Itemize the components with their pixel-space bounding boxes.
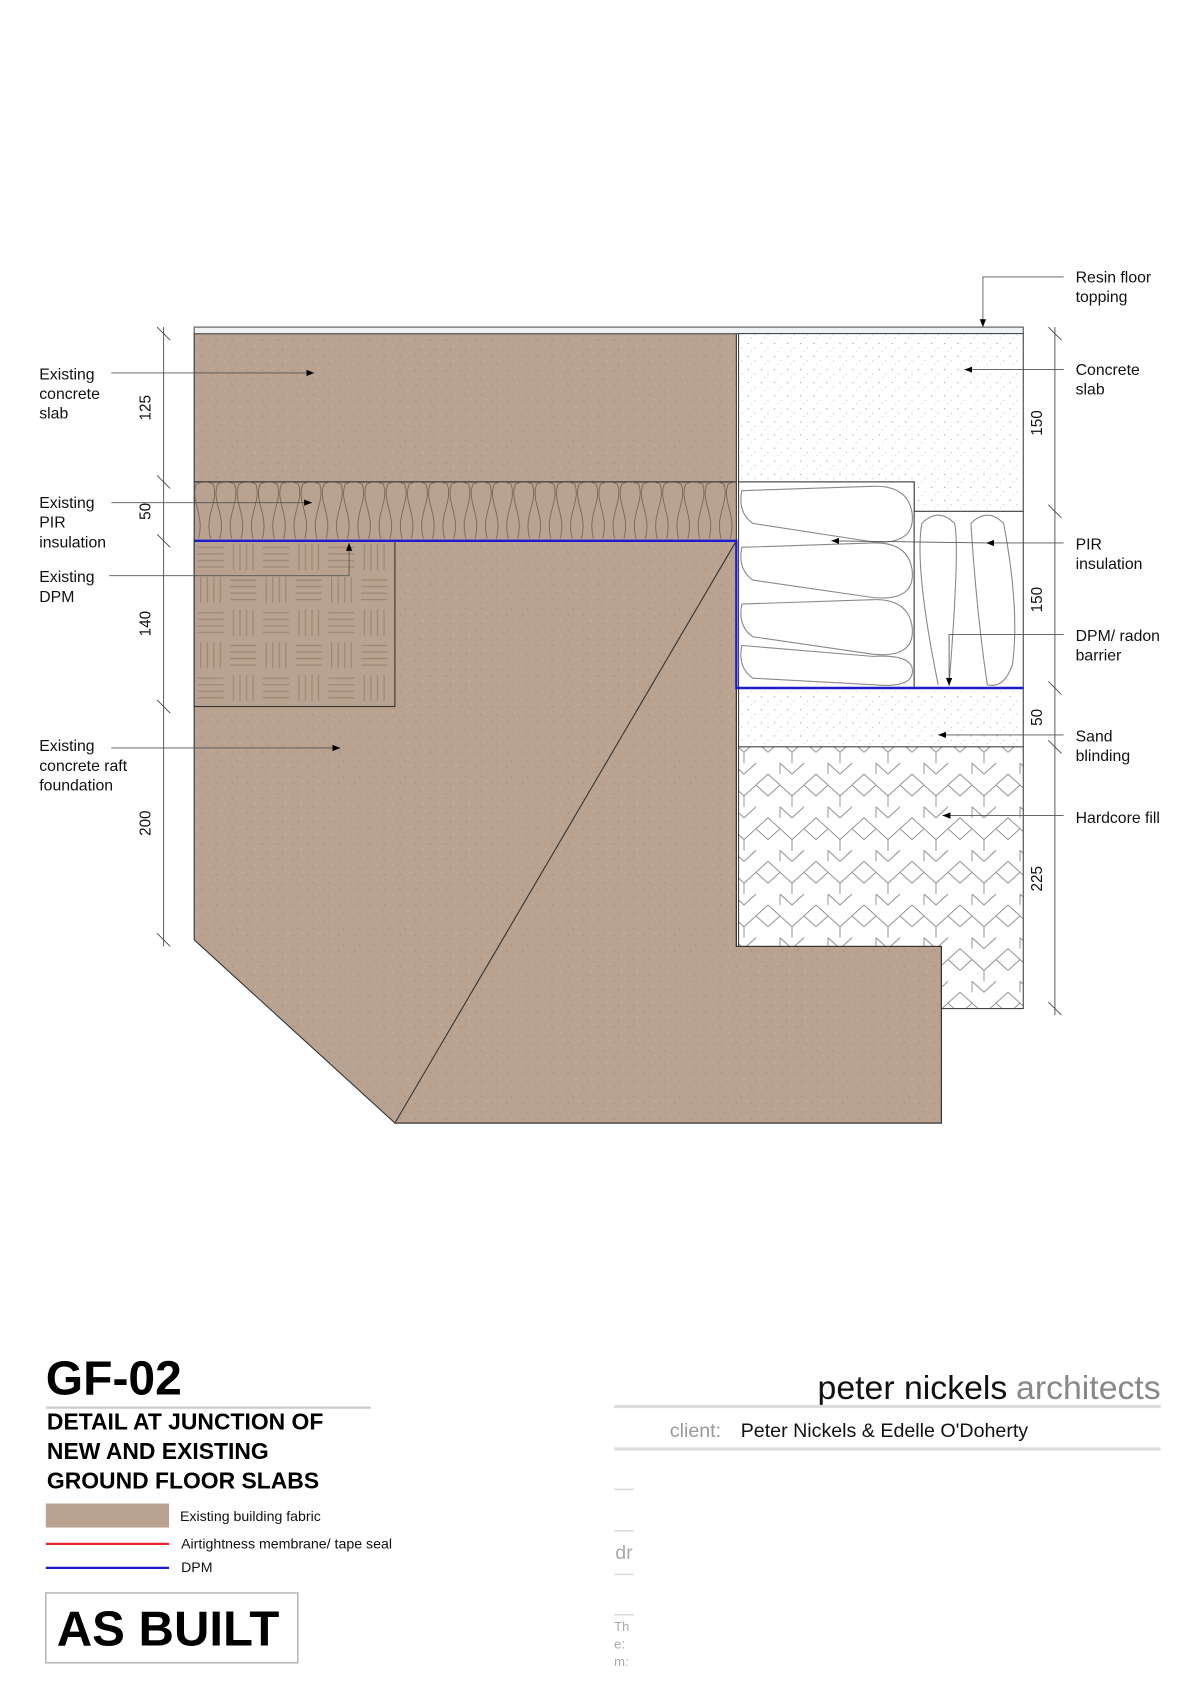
dim-left-2: 50: [138, 503, 155, 520]
dim-left-4: 200: [138, 810, 155, 835]
legend-label-airtight: Airtightness membrane/ tape seal: [181, 1536, 392, 1552]
dim-right-2: 150: [1029, 587, 1046, 612]
existing-crosshatch-fill: [193, 540, 396, 708]
dimension-chain-left: [156, 326, 171, 947]
dim-right-4: 225: [1029, 866, 1046, 891]
dim-left-3: 140: [138, 611, 155, 636]
status-stamp: AS BUILT: [57, 1602, 280, 1656]
label-hardcore: Hardcore fill: [1076, 810, 1160, 827]
dim-right-1: 150: [1029, 410, 1046, 435]
dim-left-1: 125: [138, 395, 155, 420]
dim-right-3: 50: [1029, 709, 1046, 726]
new-pir-insulation-horizontal: [737, 481, 915, 689]
leader-lines: [109, 276, 1064, 819]
clipped-text-e: e:: [614, 1637, 625, 1652]
drawing-number: GF-02: [46, 1353, 182, 1406]
dimension-chain-right: [1048, 326, 1062, 1016]
clipped-text-th: Th: [614, 1619, 629, 1634]
sand-blinding: [738, 687, 1024, 748]
clipped-text-m: m:: [614, 1654, 629, 1669]
client-label: client:: [670, 1420, 721, 1442]
legend-label-fabric: Existing building fabric: [180, 1509, 321, 1525]
clipped-text-dr: dr: [615, 1542, 633, 1564]
legend-label-dpm: DPM: [181, 1560, 212, 1576]
client-value: Peter Nickels & Edelle O'Doherty: [741, 1420, 1029, 1442]
existing-concrete-slab: [193, 333, 737, 483]
legend-swatch-fabric: [45, 1503, 170, 1528]
resin-floor-topping: [193, 326, 1024, 335]
dpm-line: [194, 539, 1024, 690]
status-stamp-box: [45, 1592, 299, 1664]
new-pir-insulation-vertical: [913, 510, 1024, 689]
